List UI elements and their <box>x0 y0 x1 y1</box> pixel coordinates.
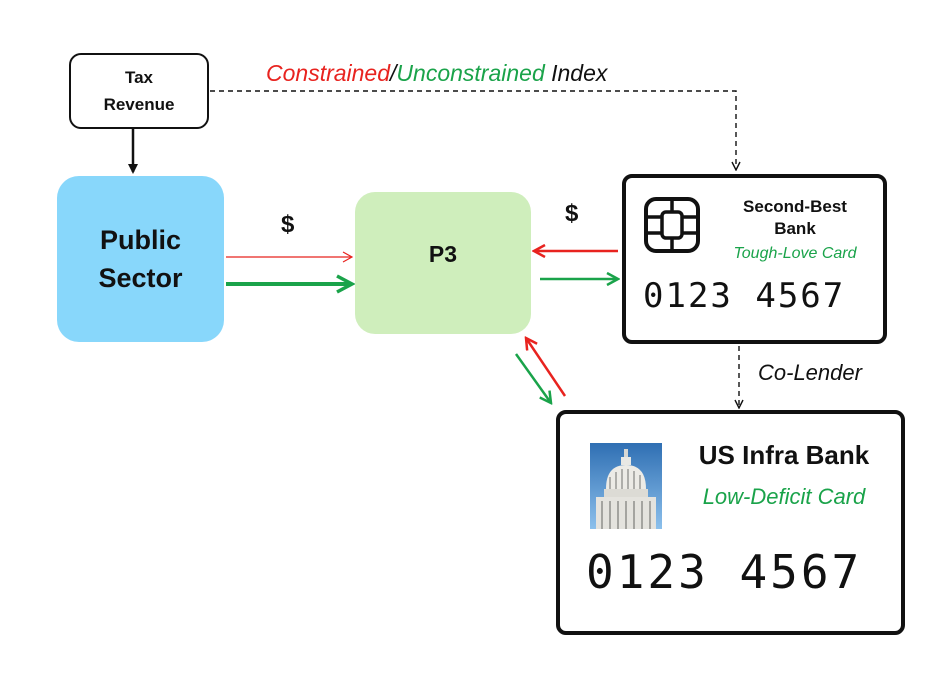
index-word-label: Index <box>544 60 608 86</box>
index-dashed-line <box>210 90 736 170</box>
dollar-label-right: $ <box>565 200 579 227</box>
tax-revenue-line2: Revenue <box>103 95 175 114</box>
second-best-bank-line1: Second-Best <box>743 197 847 216</box>
public-sector-box: Public Sector <box>57 176 224 342</box>
p3-box: P3 <box>355 192 531 334</box>
tax-revenue-box: Tax Revenue <box>69 53 209 129</box>
tough-love-card-label: Tough-Love Card <box>733 245 857 262</box>
p3-label: P3 <box>428 240 458 267</box>
capitol-dome-icon <box>590 443 662 529</box>
second-best-bank-name: Second-Best Bank <box>705 196 885 240</box>
second-best-bank-line2: Bank <box>774 219 816 238</box>
unconstrained-label: Unconstrained <box>396 60 545 86</box>
constrained-label: Constrained <box>266 60 391 86</box>
dollar-label-left: $ <box>281 211 295 238</box>
public-sector-line2: Sector <box>98 263 183 293</box>
index-label: Constrained/Unconstrained Index <box>266 60 607 87</box>
arrow-infra-to-p3-red <box>526 338 567 397</box>
tax-revenue-line1: Tax <box>124 68 154 87</box>
slash-label: / <box>390 60 397 86</box>
low-deficit-card-label: Low-Deficit Card <box>702 484 866 509</box>
second-best-card-number: 0123 4567 <box>643 276 846 316</box>
public-sector-line1: Public <box>99 225 181 255</box>
chip-icon <box>644 197 700 253</box>
us-infra-card-number: 0123 4567 <box>586 545 863 599</box>
us-infra-bank-name: US Infra Bank <box>698 440 870 470</box>
co-lender-label: Co-Lender <box>758 360 862 385</box>
arrow-p3-to-infra-green <box>514 353 551 403</box>
